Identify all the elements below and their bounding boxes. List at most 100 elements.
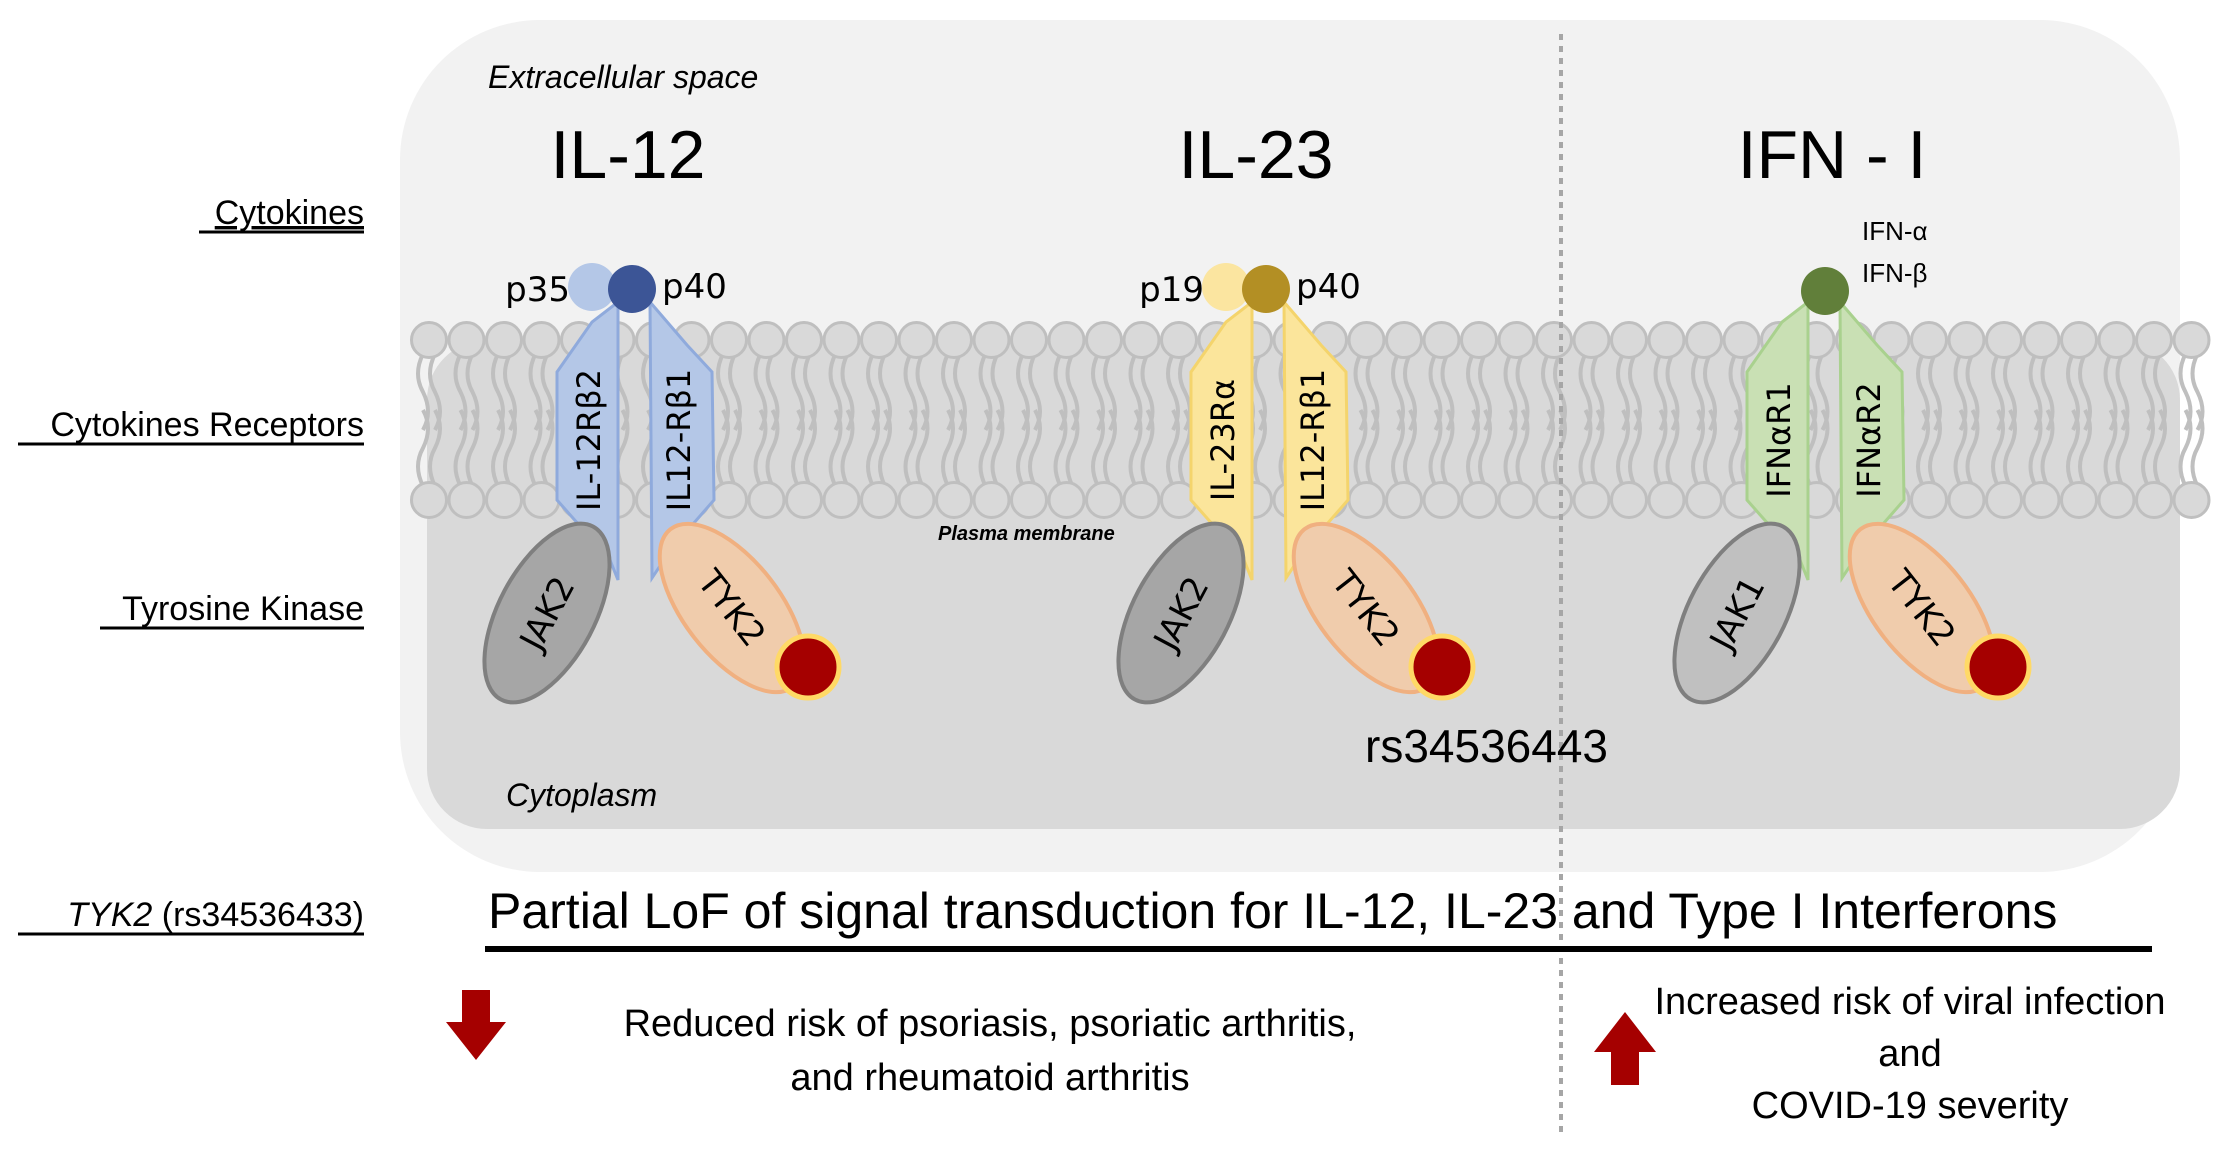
- lipid-head: [410, 321, 448, 359]
- lipid-tail: [1053, 409, 1068, 487]
- lipid-tail: [1466, 409, 1480, 487]
- lipid-head: [1985, 481, 2023, 519]
- lipid-tail: [1140, 409, 1155, 487]
- lipid-head: [2022, 321, 2061, 359]
- cytoplasm-label: Cytoplasm: [506, 777, 657, 813]
- lipid-tail: [1665, 409, 1680, 487]
- variant-dot: [774, 633, 842, 701]
- reduced-risk-line1: Reduced risk of psoriasis, psoriatic art…: [624, 1003, 1357, 1045]
- lipid-tail: [491, 409, 505, 487]
- ifn-ligand: [1801, 267, 1849, 315]
- jak-ellipse: [1116, 521, 1246, 705]
- lipid-tail: [1065, 409, 1080, 487]
- lipid-head: [1722, 321, 1761, 359]
- lipid-head: [860, 481, 898, 519]
- down-arrow-icon: [446, 990, 506, 1060]
- lipid-tail: [1541, 409, 1555, 487]
- pathway-title: IL-23: [1179, 117, 1334, 193]
- lipid-head: [2172, 481, 2211, 519]
- lipid-tail: [1515, 409, 1530, 487]
- lipid-head: [747, 321, 786, 359]
- lipid-tail: [1478, 409, 1492, 487]
- lipid-head: [522, 321, 561, 359]
- lipid-head: [1460, 481, 1498, 519]
- lipid-tail: [990, 409, 1005, 487]
- lipid-tail: [1091, 409, 1105, 487]
- ligand-line1: IFN-α: [1862, 216, 1928, 246]
- lipid-tail: [1016, 409, 1030, 487]
- tyk2-kinase: TYK2: [1847, 521, 1997, 695]
- cytokine-subunit-left: [1202, 263, 1250, 311]
- lipid-head: [822, 481, 861, 519]
- receptor-right-label: IL12-Rβ1: [660, 369, 698, 512]
- receptor-right: [1838, 297, 1906, 583]
- lipid-tail: [2078, 409, 2092, 487]
- lipid-head: [1647, 481, 1686, 519]
- row-label-receptors: Cytokines Receptors: [50, 406, 364, 444]
- lipid-head: [897, 321, 936, 359]
- lipid-tail: [1703, 409, 1717, 487]
- lipid-tail: [1391, 409, 1405, 487]
- subunit-left-label: p19: [1139, 270, 1204, 310]
- lipid-head: [1010, 321, 1048, 359]
- subunit-right-label: p40: [662, 267, 727, 307]
- lipid-head: [1535, 481, 1573, 519]
- lipid-head: [1347, 481, 1386, 519]
- receptor-left-label: IL-12Rβ2: [570, 369, 608, 511]
- lipid-head: [747, 481, 786, 519]
- lipid-head: [1947, 321, 1986, 359]
- lipid-head: [1535, 321, 1573, 359]
- lipid-tail: [465, 409, 480, 487]
- lipid-tail: [2178, 409, 2193, 487]
- receptor-left-label: IL-23Rα: [1204, 379, 1242, 501]
- lipid-head: [1422, 321, 1461, 359]
- receptor-right-label: IL12-Rβ1: [1294, 369, 1332, 512]
- lipid-tail: [1691, 409, 1705, 487]
- lipid-tail: [791, 409, 805, 487]
- lipid-tail: [2190, 409, 2205, 487]
- variant-dot: [1408, 633, 1476, 701]
- lipid-head: [1685, 321, 1723, 359]
- variant-id: (rs34536433): [152, 896, 364, 934]
- lipid-head: [2172, 321, 2211, 359]
- lipid-head: [2060, 321, 2098, 359]
- lipid-head: [1122, 481, 1161, 519]
- lipid-head: [1047, 321, 1086, 359]
- lipid-tail: [1965, 409, 1980, 487]
- pathway-title: IL-12: [551, 117, 706, 193]
- lipid-head: [1385, 321, 1423, 359]
- lipid-head: [2022, 481, 2061, 519]
- receptor-right: [1282, 297, 1350, 583]
- lipid-tail: [728, 409, 742, 487]
- lipid-head: [2097, 321, 2136, 359]
- lipid-head: [485, 321, 523, 359]
- lipid-tail: [528, 409, 543, 487]
- lipid-tail: [1628, 409, 1642, 487]
- receptor-left: [555, 298, 620, 581]
- lipid-tail: [2028, 409, 2043, 487]
- lipid-head: [1422, 481, 1461, 519]
- subunit-right-label: p40: [1296, 267, 1361, 307]
- lipid-head: [972, 321, 1011, 359]
- lipid-head: [1010, 481, 1048, 519]
- increased-risk-line3: COVID-19 severity: [1752, 1085, 2069, 1127]
- lipid-tail: [1166, 409, 1180, 487]
- lipid-head: [710, 321, 748, 359]
- lipid-head: [1685, 481, 1723, 519]
- lipid-head: [897, 481, 936, 519]
- jak-kinase: JAK1: [1672, 521, 1802, 705]
- variant-dot: [1964, 633, 2032, 701]
- lipid-head: [710, 481, 748, 519]
- lipid-tail: [428, 409, 442, 487]
- up-arrow-icon: [1594, 1012, 1656, 1085]
- lipid-tail: [765, 409, 780, 487]
- lipid-tail: [1103, 409, 1117, 487]
- lipid-head: [785, 321, 823, 359]
- lipid-head: [1910, 321, 1948, 359]
- jak-ellipse: [482, 521, 612, 705]
- lipid-head: [1085, 321, 1123, 359]
- row-label-cytokines: Cytokines: [215, 194, 364, 232]
- lipid-head: [1910, 481, 1948, 519]
- lipid-tail: [1953, 409, 1968, 487]
